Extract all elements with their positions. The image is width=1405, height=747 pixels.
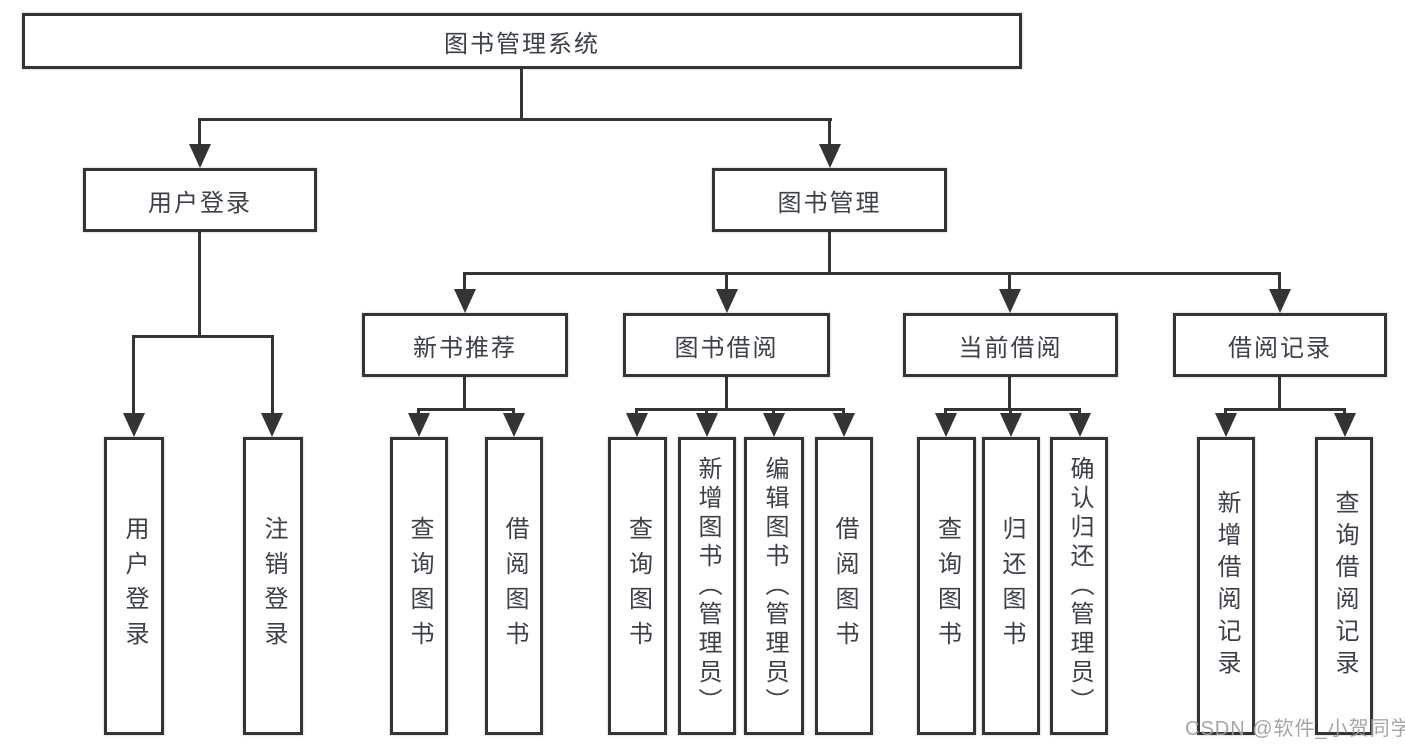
connector-line <box>512 408 515 417</box>
connector-line <box>132 335 274 338</box>
connector-line <box>1009 408 1012 417</box>
connector-line <box>1224 408 1346 411</box>
node-new-book-recommend-label: 新书推荐 <box>413 334 517 362</box>
connector-line <box>635 408 845 411</box>
leaf-query-books-current-label: 查询图书 <box>933 516 961 656</box>
node-book-management-label: 图书管理 <box>777 189 882 217</box>
leaf-query-borrow-record-label: 查询借阅记录 <box>1331 490 1358 682</box>
node-book-borrowing-label: 图书借阅 <box>674 334 779 362</box>
csdn-watermark: CSDN @软件_小贺同学 <box>1185 718 1405 740</box>
arrow-down-icon <box>999 289 1021 313</box>
leaf-return-books: 归还图书 <box>982 437 1040 735</box>
connector-line <box>842 408 845 417</box>
arrow-down-icon <box>1215 413 1237 437</box>
connector-line <box>772 408 775 417</box>
leaf-add-borrow-record-label: 新增借阅记录 <box>1213 490 1240 682</box>
connector-line <box>198 232 201 335</box>
leaf-borrow-books-recommend: 借阅图书 <box>485 437 543 735</box>
leaf-add-books-admin: 新增图书（管理员） <box>678 437 736 735</box>
arrow-down-icon <box>454 289 476 313</box>
connector-line <box>828 118 831 148</box>
arrow-down-icon <box>716 289 738 313</box>
arrow-down-icon <box>123 413 145 437</box>
arrow-down-icon <box>1069 413 1091 437</box>
leaf-user-login-label: 用户登录 <box>121 516 148 656</box>
connector-line <box>1008 377 1011 408</box>
arrow-down-icon <box>261 413 283 437</box>
leaf-query-books-recommend-label: 查询图书 <box>406 516 433 656</box>
leaf-edit-books-admin-label: 编辑图书（管理员） <box>761 455 788 717</box>
leaf-logout: 注销登录 <box>243 437 303 735</box>
leaf-borrow-books: 借阅图书 <box>815 437 873 735</box>
arrow-down-icon <box>696 413 718 437</box>
leaf-borrow-books-recommend-label: 借阅图书 <box>501 516 528 656</box>
node-borrowing-records-label: 借阅记录 <box>1228 334 1332 362</box>
connector-line <box>1278 272 1281 290</box>
arrow-down-icon <box>819 144 841 168</box>
connector-line <box>1278 377 1281 408</box>
connector-line <box>1078 408 1081 417</box>
arrow-down-icon <box>1269 289 1291 313</box>
connector-line <box>463 272 466 290</box>
connector-line <box>725 272 728 290</box>
arrow-down-icon <box>1334 413 1356 437</box>
arrow-down-icon <box>1000 413 1022 437</box>
connector-line <box>944 408 947 417</box>
connector-line <box>417 408 515 411</box>
leaf-confirm-return-admin: 确认归还（管理员） <box>1050 437 1108 735</box>
leaf-user-login: 用户登录 <box>104 437 164 735</box>
connector-line <box>1343 408 1346 417</box>
node-borrowing-records: 借阅记录 <box>1173 313 1387 377</box>
leaf-borrow-books-label: 借阅图书 <box>831 516 858 656</box>
node-current-borrowing: 当前借阅 <box>903 313 1118 377</box>
connector-line <box>828 232 831 272</box>
node-book-borrowing: 图书借阅 <box>623 313 830 377</box>
connector-line <box>417 408 420 417</box>
connector-line <box>198 118 832 121</box>
connector-line <box>1224 408 1227 417</box>
leaf-query-books-borrow-label: 查询图书 <box>624 516 652 656</box>
leaf-add-borrow-record: 新增借阅记录 <box>1197 437 1255 735</box>
connector-line <box>463 272 1281 275</box>
connector-line <box>705 408 708 417</box>
connector-line <box>463 377 466 408</box>
leaf-add-books-admin-label: 新增图书（管理员） <box>694 455 721 717</box>
connector-line <box>1008 272 1011 290</box>
node-user-login: 用户登录 <box>83 168 317 232</box>
connector-line <box>520 69 523 118</box>
node-book-management: 图书管理 <box>712 168 947 232</box>
leaf-query-books-borrow: 查询图书 <box>608 437 667 735</box>
arrow-down-icon <box>503 413 525 437</box>
node-new-book-recommend: 新书推荐 <box>362 313 568 377</box>
arrow-down-icon <box>763 413 785 437</box>
node-root: 图书管理系统 <box>22 13 1022 69</box>
connector-line <box>944 408 1081 411</box>
arrow-down-icon <box>833 413 855 437</box>
leaf-return-books-label: 归还图书 <box>998 516 1025 656</box>
arrow-down-icon <box>935 413 957 437</box>
arrow-down-icon <box>626 413 648 437</box>
leaf-query-books-recommend: 查询图书 <box>390 437 448 735</box>
leaf-query-borrow-record: 查询借阅记录 <box>1315 437 1373 735</box>
leaf-logout-label: 注销登录 <box>260 516 287 656</box>
connector-line <box>635 408 638 417</box>
leaf-confirm-return-admin-label: 确认归还（管理员） <box>1066 455 1093 717</box>
arrow-down-icon <box>408 413 430 437</box>
leaf-query-books-current: 查询图书 <box>917 437 976 735</box>
node-user-login-label: 用户登录 <box>148 189 252 217</box>
arrow-down-icon <box>189 144 211 168</box>
connector-line <box>271 335 274 417</box>
connector-line <box>198 118 201 148</box>
node-current-borrowing-label: 当前借阅 <box>958 334 1063 362</box>
connector-line <box>132 335 135 417</box>
connector-line <box>725 377 728 408</box>
leaf-edit-books-admin: 编辑图书（管理员） <box>744 437 804 735</box>
node-root-label: 图书管理系统 <box>444 30 600 58</box>
